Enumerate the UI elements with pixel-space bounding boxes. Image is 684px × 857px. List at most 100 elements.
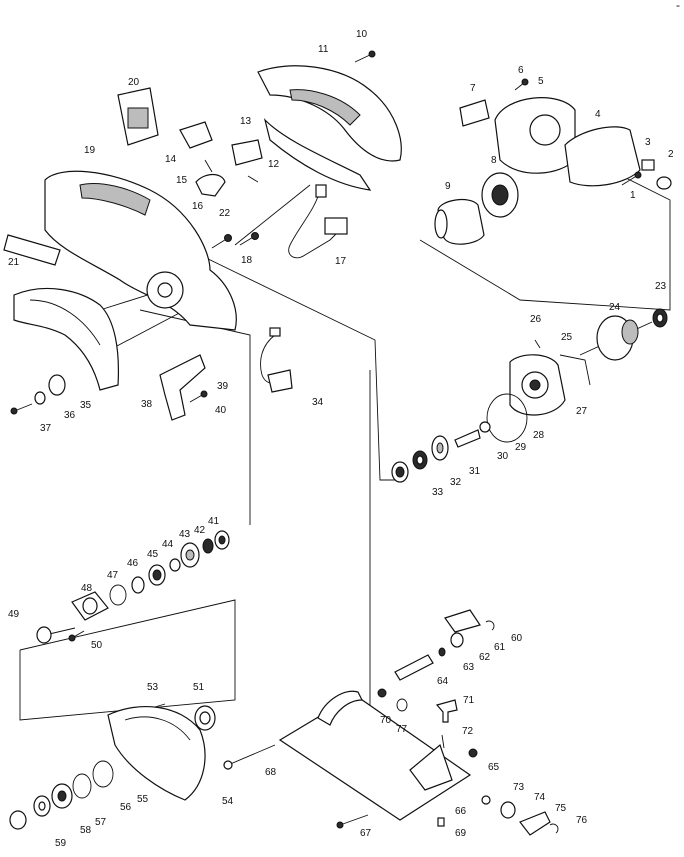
part-70-bolt [377, 688, 387, 698]
part-57-flange [51, 783, 73, 809]
callout-17: 17 [335, 256, 347, 267]
callout-63: 63 [463, 662, 475, 673]
callout-46: 46 [127, 558, 139, 569]
part-29-ring [479, 421, 491, 433]
part-35-collar [48, 374, 66, 396]
callout-39: 39 [217, 381, 229, 392]
callout-27: 27 [576, 406, 588, 417]
callout-47: 47 [107, 570, 119, 581]
callout-53: 53 [147, 682, 159, 693]
callout-8: 8 [491, 155, 497, 166]
callout-71: 71 [463, 695, 475, 706]
part-77-washer [396, 698, 408, 712]
callout-32: 32 [450, 477, 462, 488]
part-28-o-ring [486, 393, 528, 443]
part-6-screw [514, 78, 529, 91]
callout-59: 59 [55, 838, 67, 849]
callout-29: 29 [515, 442, 527, 453]
part-36-washer [34, 391, 46, 405]
part-45-bearing [148, 564, 166, 586]
part-22-screw [211, 234, 232, 249]
part-59-bolt [9, 810, 27, 830]
callout-55: 55 [137, 794, 149, 805]
callout-26: 26 [530, 314, 542, 325]
part-12-spring [247, 175, 259, 183]
part-31-gear [431, 435, 449, 461]
part-64-pin [394, 654, 434, 681]
callout-30: 30 [497, 451, 509, 462]
part-60-retaining-ring [485, 620, 495, 631]
callout-66: 66 [455, 806, 467, 817]
callout-16: 16 [192, 201, 204, 212]
callout-72: 72 [462, 726, 474, 737]
part-23-bearing [652, 308, 668, 328]
callout-64: 64 [437, 676, 449, 687]
part-74-sleeve [500, 801, 516, 819]
part-18-screw [239, 232, 259, 246]
part-5-gear-cover [494, 97, 576, 174]
part-58-washer [33, 795, 51, 817]
callout-labels: 1234567891011121314151617181920212223242… [8, 29, 674, 849]
part-7-label [459, 99, 490, 127]
part-43-gear [180, 542, 200, 568]
part-41-bearing [214, 530, 230, 550]
part-14-lock-button [179, 121, 213, 149]
part-8-brush-holder [481, 172, 519, 218]
part-68-bolt [223, 744, 276, 770]
part-44-collar [169, 558, 181, 572]
part-71-wing-nut [435, 699, 458, 723]
callout-20: 20 [128, 77, 140, 88]
callout-60: 60 [511, 633, 523, 644]
callout-5: 5 [538, 76, 544, 87]
callout-11: 11 [318, 44, 329, 55]
part-24-armature [579, 315, 653, 361]
callout-44: 44 [162, 539, 174, 550]
callout-65: 65 [488, 762, 500, 773]
part-15-spring [204, 159, 213, 173]
callout-45: 45 [147, 549, 159, 560]
callout-23: 23 [655, 281, 667, 292]
callout-37: 37 [40, 423, 52, 434]
part-37-screw [10, 403, 33, 415]
part-61-lever [444, 609, 481, 633]
callout-24: 24 [609, 302, 621, 313]
callout-70: 70 [380, 715, 392, 726]
callout-35: 35 [80, 400, 92, 411]
callout-42: 42 [194, 525, 206, 536]
callout-10: 10 [356, 29, 368, 40]
callout-51: 51 [193, 682, 205, 693]
callout-40: 40 [215, 405, 227, 416]
callout-12: 12 [268, 159, 280, 170]
callout-28: 28 [533, 430, 545, 441]
callout-6: 6 [518, 65, 524, 76]
callout-62: 62 [479, 652, 491, 663]
callout-74: 74 [534, 792, 546, 803]
callout-75: 75 [555, 803, 567, 814]
part-17-wiring [288, 184, 348, 259]
part-54-blade-case [107, 705, 206, 801]
part-34-led [260, 327, 293, 393]
part-40-screw [189, 390, 208, 403]
callout-58: 58 [80, 825, 92, 836]
part-65-nut [468, 748, 478, 758]
part-38-safety-cover [13, 287, 119, 391]
callout-48: 48 [81, 583, 93, 594]
callout-49: 49 [8, 609, 20, 620]
part-11-handle-housing [257, 65, 402, 191]
callout-15: 15 [176, 175, 188, 186]
part-4-motor-housing [564, 126, 641, 187]
callout-41: 41 [208, 516, 220, 527]
callout-22: 22 [219, 208, 231, 219]
callout-3: 3 [645, 137, 651, 148]
part-49-spindle [36, 626, 76, 644]
callout-4: 4 [595, 109, 601, 120]
part-69-pin [437, 817, 445, 827]
part-13-switch [231, 139, 263, 166]
part-42-ring [202, 538, 214, 554]
part-55-o-ring [92, 760, 114, 788]
part-1-screw [621, 171, 642, 186]
callout-50: 50 [91, 640, 103, 651]
part-46-ring [131, 576, 145, 594]
callout-18: 18 [241, 255, 253, 266]
